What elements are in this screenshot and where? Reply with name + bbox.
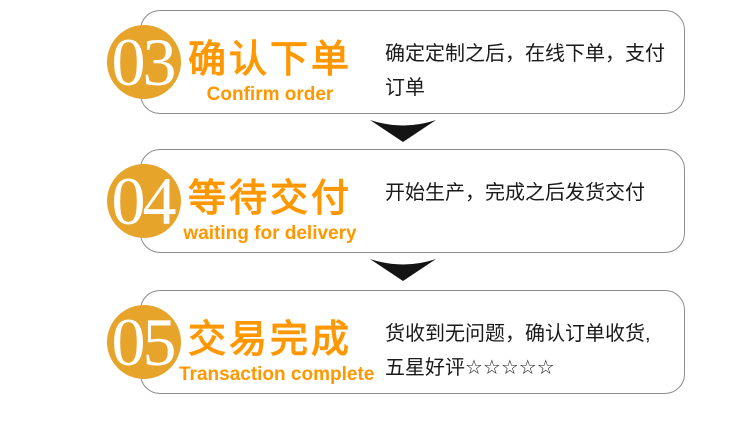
step-title-block: 等待交付 waiting for delivery <box>179 177 361 244</box>
down-arrow-icon <box>370 120 436 142</box>
step-number-badge: 05 <box>107 305 181 379</box>
step-description-line: 五星好评☆☆☆☆☆ <box>385 357 555 379</box>
step-number-badge: 03 <box>107 25 181 99</box>
step-description-line: 订单 <box>385 77 425 99</box>
step-card-confirm-order: 03 确认下单 Confirm order 确定定制之后，在线下单，支付 订单 <box>107 10 685 114</box>
step-description-line: 确定定制之后，在线下单，支付 <box>385 43 665 65</box>
step-description-line: 开始生产，完成之后发货交付 <box>385 182 645 204</box>
step-title-block: 确认下单 Confirm order <box>179 38 361 105</box>
step-subtitle: Transaction complete <box>179 364 375 385</box>
step-subtitle: Confirm order <box>206 84 334 105</box>
step-number: 05 <box>111 304 177 380</box>
step-card-waiting-for-delivery: 04 等待交付 waiting for delivery 开始生产，完成之后发货… <box>107 149 685 253</box>
step-title: 交易完成 <box>187 319 352 361</box>
step-description: 确定定制之后，在线下单，支付 订单 <box>385 37 675 105</box>
step-description-line: 货收到无问题，确认订单收货, <box>385 323 651 345</box>
down-arrow-icon <box>370 259 436 281</box>
step-card-transaction-complete: 05 交易完成 Transaction complete 货收到无问题，确认订单… <box>107 290 685 394</box>
step-title-block: 交易完成 Transaction complete <box>179 318 375 385</box>
step-title: 等待交付 <box>187 178 352 220</box>
step-number-badge: 04 <box>107 164 181 238</box>
step-number: 04 <box>111 163 177 239</box>
step-description: 开始生产，完成之后发货交付 <box>385 176 675 210</box>
step-description: 货收到无问题，确认订单收货, 五星好评☆☆☆☆☆ <box>385 317 675 385</box>
step-number: 03 <box>111 24 177 100</box>
step-title: 确认下单 <box>187 39 352 81</box>
step-subtitle: waiting for delivery <box>183 223 357 244</box>
